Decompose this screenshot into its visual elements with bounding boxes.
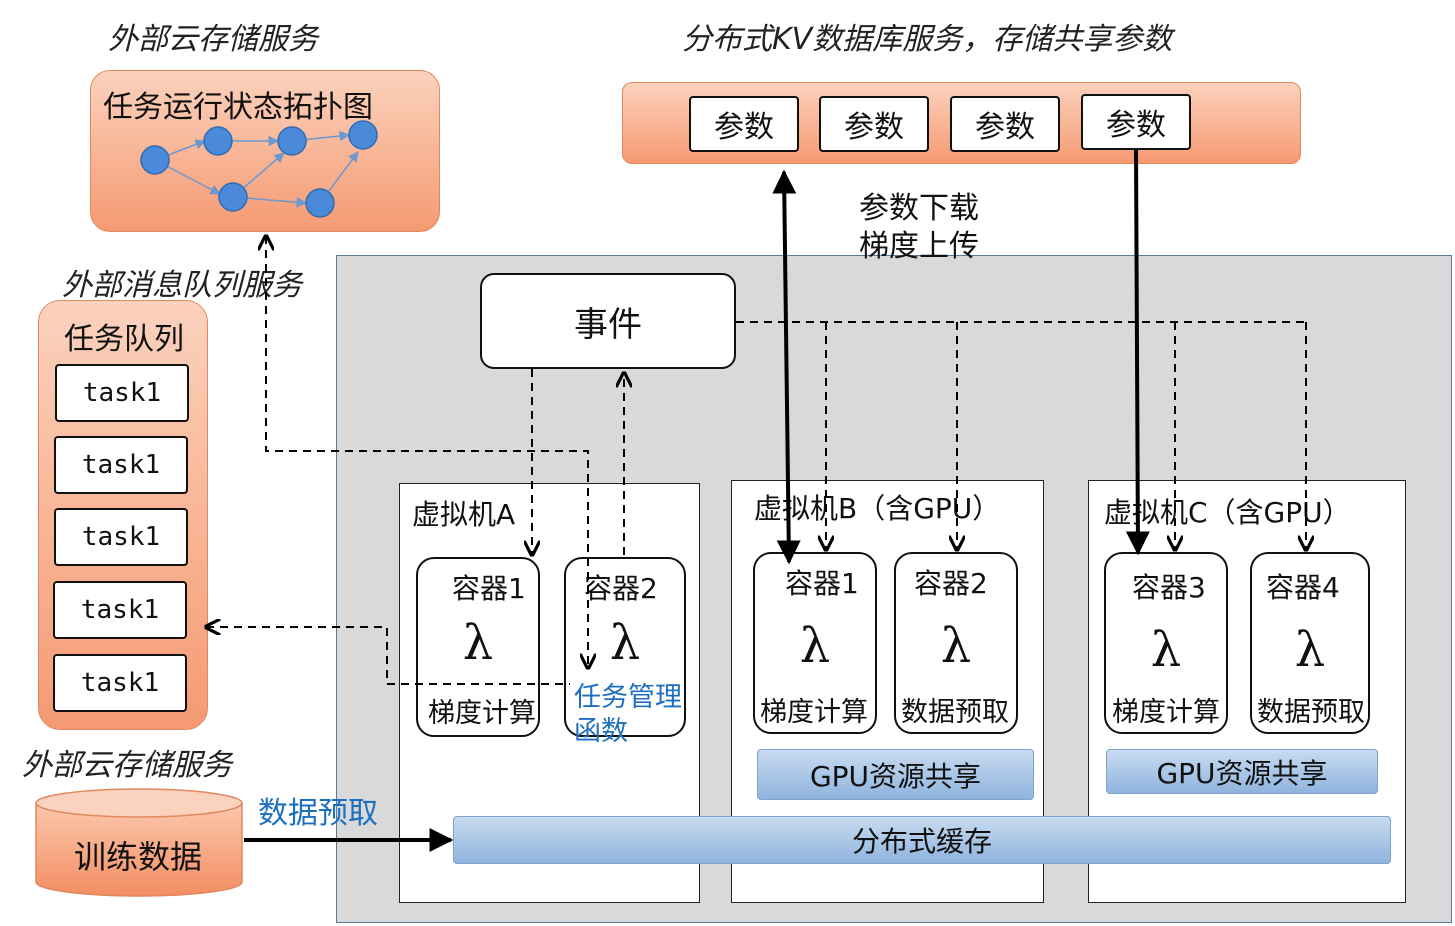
vm-b-container-2: 容器2 λ 数据预取 xyxy=(894,552,1018,734)
param-box-2: 参数 xyxy=(819,96,929,152)
vm-c-c3-name: 容器3 xyxy=(1132,571,1206,604)
param-box-1: 参数 xyxy=(689,96,799,152)
param-box-3: 参数 xyxy=(950,96,1060,152)
lambda-icon: λ xyxy=(1150,622,1182,678)
topology-node xyxy=(348,120,378,150)
vm-b-container-1: 容器1 λ 梯度计算 xyxy=(753,552,877,734)
param-note-1: 参数下载 xyxy=(859,191,979,226)
lambda-icon: λ xyxy=(609,615,641,671)
vm-c-container-3: 容器3 λ 梯度计算 xyxy=(1104,552,1228,734)
lambda-icon: λ xyxy=(1294,622,1326,678)
topology-node xyxy=(140,145,170,175)
vm-c-gpu-share: GPU资源共享 xyxy=(1106,749,1378,794)
task-item-1: task1 xyxy=(55,364,189,422)
vm-b-c2-name: 容器2 xyxy=(914,567,988,600)
topology-node xyxy=(277,126,307,156)
training-data-label: 训练数据 xyxy=(74,838,203,876)
vm-c-c3-task: 梯度计算 xyxy=(1112,697,1220,728)
task-item-5: task1 xyxy=(53,654,187,712)
lambda-icon: λ xyxy=(940,618,972,674)
param-note-2: 梯度上传 xyxy=(859,229,979,264)
vm-c-title: 虚拟机C（含GPU） xyxy=(1104,496,1351,529)
kv-service-label: 分布式KV数据库服务，存储共享参数 xyxy=(682,22,1173,57)
task-item-4: task1 xyxy=(53,581,187,639)
vm-b-c1-task: 梯度计算 xyxy=(760,697,868,728)
vm-b-c2-task: 数据预取 xyxy=(901,697,1009,728)
topology-node xyxy=(203,126,233,156)
vm-c-c4-name: 容器4 xyxy=(1266,571,1340,604)
vm-a-c1-task: 梯度计算 xyxy=(428,698,536,729)
vm-b-c1-name: 容器1 xyxy=(785,567,859,600)
param-box-4: 参数 xyxy=(1081,94,1191,150)
topology-nodes xyxy=(140,120,378,218)
vm-a-c2-task-2: 函数 xyxy=(574,716,628,747)
task-item-3: task1 xyxy=(54,508,188,566)
cloud-storage-label-bottom: 外部云存储服务 xyxy=(22,748,232,783)
vm-c-c4-task: 数据预取 xyxy=(1257,697,1365,728)
vm-a-c2-name: 容器2 xyxy=(584,572,658,605)
task-item-2: task1 xyxy=(54,436,188,494)
topology-node xyxy=(305,188,335,218)
topology-node xyxy=(218,182,248,212)
topology-title: 任务运行状态拓扑图 xyxy=(103,90,373,125)
vm-b-gpu-share: GPU资源共享 xyxy=(757,749,1034,800)
training-data-cylinder xyxy=(35,788,243,897)
task-queue-title: 任务队列 xyxy=(64,322,184,357)
vm-c-container-4: 容器4 λ 数据预取 xyxy=(1250,552,1370,734)
prefetch-label: 数据预取 xyxy=(258,796,378,831)
cloud-storage-label-top: 外部云存储服务 xyxy=(108,22,318,57)
vm-a-c2-task-1: 任务管理 xyxy=(574,682,682,713)
distributed-cache: 分布式缓存 xyxy=(453,816,1391,864)
lambda-icon: λ xyxy=(799,618,831,674)
